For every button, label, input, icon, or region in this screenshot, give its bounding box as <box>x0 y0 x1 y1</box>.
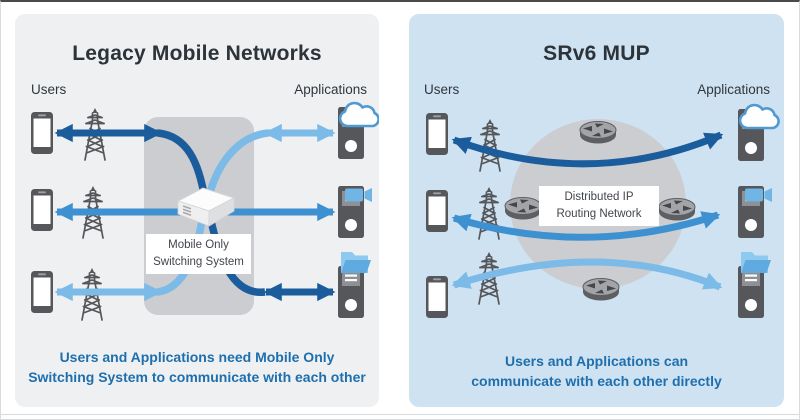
srv6-applications-label: Applications <box>697 82 770 97</box>
arrow-user3-app3-direct <box>451 258 723 291</box>
legacy-users-label: Users <box>31 82 67 97</box>
video-camera-icon <box>345 188 372 202</box>
legacy-panel-title: Legacy Mobile Networks <box>72 42 322 65</box>
arrow-user2-app2-direct <box>451 211 721 241</box>
folder-icon <box>341 252 371 273</box>
ip-router-icon <box>504 197 542 220</box>
arrow-user1-app1-direct <box>451 131 724 168</box>
legacy-caption: Users and Applications need Mobile Only … <box>28 349 366 385</box>
smartphone-icon <box>426 190 448 232</box>
smartphone-icon <box>426 113 448 155</box>
transmission-tower-icon <box>479 118 501 172</box>
smartphone-icon <box>31 271 53 313</box>
curve-hub-to-app1 <box>204 129 269 201</box>
cloud-icon <box>738 103 780 130</box>
bottom-divider <box>1 414 799 415</box>
application-server-icon <box>738 266 764 318</box>
smartphone-icon <box>31 189 53 231</box>
srv6-users-label: Users <box>424 82 460 97</box>
video-camera-icon <box>745 188 772 202</box>
srv6-panel-title: SRv6 MUP <box>543 42 650 65</box>
switching-system-label: Mobile Only Switching System <box>146 234 251 274</box>
srv6-mup-panel: SRv6 MUP Users Applications Distributed … <box>409 14 784 407</box>
distributed-ip-label: Distributed IP Routing Network <box>539 186 659 226</box>
legacy-applications-label: Applications <box>294 82 367 97</box>
legacy-panel: Legacy Mobile Networks Users Application… <box>15 14 379 407</box>
smartphone-icon <box>31 112 53 154</box>
smartphone-icon <box>426 276 448 318</box>
ip-router-icon <box>579 121 617 144</box>
application-server-icon <box>338 266 364 318</box>
ip-router-icon <box>582 278 620 301</box>
cloud-icon <box>338 101 379 128</box>
folder-icon <box>741 252 771 273</box>
srv6-caption: Users and Applications can communicate w… <box>471 353 722 389</box>
ip-router-icon <box>658 198 696 221</box>
